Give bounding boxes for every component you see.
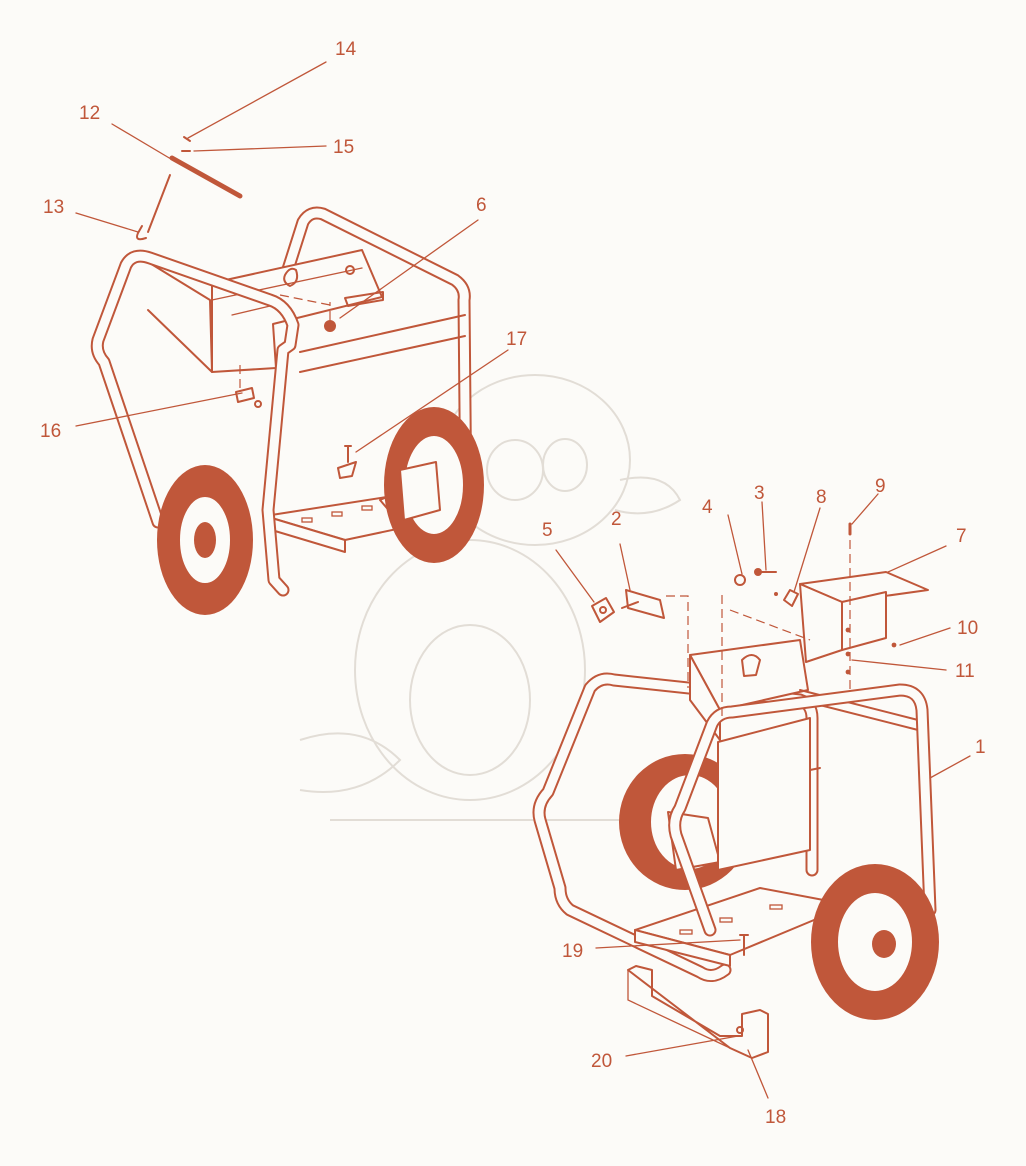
callout-11: 11 (955, 661, 975, 682)
callout-14: 14 (335, 39, 357, 60)
callout-1: 1 (975, 737, 986, 758)
callout-leaders (75, 61, 971, 1099)
callout-17: 17 (506, 329, 528, 350)
callout-12: 12 (79, 103, 101, 124)
callout-5: 5 (542, 520, 553, 541)
callout-7: 7 (956, 526, 967, 547)
callout-15: 15 (333, 137, 355, 158)
callout-9: 9 (875, 476, 886, 497)
callout-13: 13 (43, 197, 65, 218)
callout-10: 10 (957, 618, 979, 639)
callout-4: 4 (702, 497, 713, 518)
callout-6: 6 (476, 195, 487, 216)
callout-16: 16 (40, 421, 62, 442)
callout-20: 20 (591, 1051, 613, 1072)
frame-assembly-front-view (532, 522, 939, 1059)
frame-assembly-rear-view (90, 136, 484, 615)
callout-19: 19 (562, 941, 584, 962)
callout-18: 18 (765, 1107, 787, 1128)
callout-3: 3 (754, 483, 765, 504)
callout-2: 2 (611, 509, 622, 530)
callout-8: 8 (816, 487, 827, 508)
watermark-illustration (299, 374, 682, 821)
